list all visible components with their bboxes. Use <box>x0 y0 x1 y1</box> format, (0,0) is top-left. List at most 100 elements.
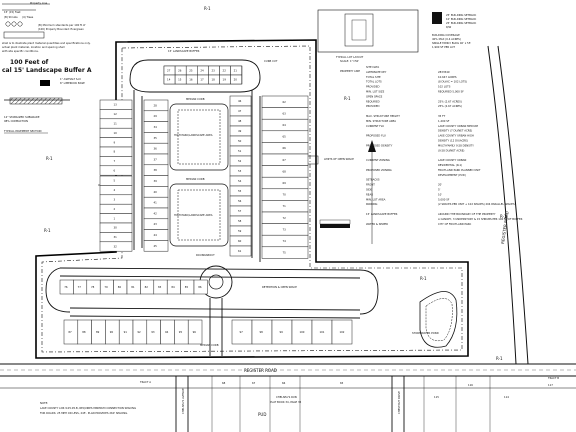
lot: 72 <box>261 211 309 224</box>
lot: 30 <box>99 222 133 233</box>
parcel-label: 67 <box>252 381 256 385</box>
lot: 85 <box>180 279 195 295</box>
lot: 38 <box>143 164 169 176</box>
lot-number: 39 <box>154 179 158 183</box>
lot-parcel <box>261 246 309 259</box>
lot: 92 <box>132 319 148 345</box>
setback-note: 25' BUILDING SETBACK <box>446 13 476 17</box>
lot-number: 99 <box>280 330 284 334</box>
site-data-value: DENSITY (7 DU/NET ACRE) <box>438 129 472 133</box>
site-data-value: 10' <box>438 192 442 196</box>
lot: 71 <box>261 200 309 213</box>
typical-lot-layout: TYPICAL LOT LAYOUT SCALE: 1"=50' 25' BUI… <box>317 9 476 63</box>
note-line: 15' (15) Feet <box>4 10 21 14</box>
stormwater-pond: STORMWATER POND <box>412 291 458 348</box>
lot: 51 <box>229 145 252 157</box>
lot: 65 <box>261 130 309 143</box>
site-data-key: OPEN SPACE <box>366 94 383 98</box>
site-data-key: MIN. LOT AREA <box>366 197 386 201</box>
lot-number: 41 <box>154 201 158 205</box>
lot: 84 <box>166 279 181 295</box>
site-data-key: CURRENT ZONING <box>366 158 390 162</box>
register-road-label: REGISTER ROAD <box>500 211 510 244</box>
lot-number: 31 <box>114 235 118 239</box>
lot: 89 <box>91 319 106 345</box>
top-left-notes: Property Line 15' (15) Feet (B) Shrubs (… <box>2 1 85 39</box>
lot: 90 <box>105 319 120 345</box>
lot-number: 71 <box>283 204 287 208</box>
site-data-value: DENSITY (12 DU/ACRE) <box>438 139 468 143</box>
lot: 87 <box>63 319 79 345</box>
parcel-label: TRACT B <box>548 376 559 380</box>
lot-number: 55 <box>238 189 242 193</box>
lot-number: 81 <box>131 285 135 289</box>
site-data-key: MAX. STRUCTURE HEIGHT <box>366 114 400 118</box>
bottom-note-line: LAKE COUNTY LDR 9.05.05.B, REQUIRES MINI… <box>40 406 136 410</box>
lot-parcel <box>331 319 353 345</box>
lot-number: 47 <box>238 109 242 113</box>
zoning-tags: R-1 R-1 R-1 R-1 R-1 R-1 PUD <box>44 96 507 417</box>
site-data-key: SIDE <box>366 188 372 192</box>
site-data-key: ALTERNATE KEY <box>366 70 387 74</box>
site-data-value: LAKE COUNTY URBAN HIGH <box>438 134 474 138</box>
plat-book-label: PLAT BOOK 34, PAGE 35 <box>270 400 302 404</box>
bottom-note-line: NOTE: <box>40 401 48 405</box>
lot-number: 60 <box>238 239 242 243</box>
lot-number: 1 <box>114 216 116 220</box>
lot-parcel <box>99 185 133 196</box>
lot: 67 <box>261 153 309 166</box>
site-data-value: REQUIRED 5,000 SF <box>438 90 464 94</box>
site-data-value: 2833549 <box>438 70 450 74</box>
setback-note: 10' BUILDING SETBACK <box>446 17 476 21</box>
lot: 69 <box>261 176 309 190</box>
lot: 19 <box>219 74 231 85</box>
lot: 52 <box>229 155 252 167</box>
zoning-tag: R-1 <box>420 276 427 281</box>
lot-number: 30 <box>114 226 118 230</box>
lot-number: 78 <box>91 285 95 289</box>
lot: 61 <box>229 245 252 257</box>
property-line-label: PROPERTY LINE <box>340 69 360 73</box>
zoning-tag: R-1 <box>496 356 503 361</box>
lot-number: 28 <box>154 103 158 107</box>
lot-number: 46 <box>238 99 242 103</box>
lot-number: 66 <box>283 146 287 150</box>
lot-number: 43 <box>154 222 158 226</box>
parcel-label: 66 <box>282 381 286 385</box>
lot: 83 <box>153 279 168 295</box>
lot-number: 38 <box>154 168 158 172</box>
lot-parcel <box>99 175 133 186</box>
site-data-key: SETBACKS <box>366 178 380 182</box>
lot: 45 <box>143 240 169 252</box>
lot-number: 59 <box>238 229 242 233</box>
site-data-value: AROUND THE BOUNDARY OF THE PROPERTY <box>438 212 496 216</box>
coverage-note: BUILDING COVERAGE <box>432 33 460 37</box>
lot-number: 97 <box>240 330 244 334</box>
lot: 32 <box>99 241 133 252</box>
chelseas-run: CHELSEA'S RUN PLAT BOOK 34, PAGE 35 <box>270 395 302 404</box>
note-line: (B) Minimum standards per 100 ft of <box>38 23 85 27</box>
setback-note: 25' BUILDING SETBACK <box>446 21 476 25</box>
lot: 39 <box>143 175 169 187</box>
lot-number: 22 <box>223 69 227 73</box>
lot-number: 36 <box>154 147 158 151</box>
note-line: (B) Shrubs <box>4 15 18 19</box>
lot-parcel <box>99 213 133 224</box>
lot-number: 14 <box>167 78 171 82</box>
lot-number: 23 <box>211 69 215 73</box>
parcel-label: 116 <box>468 383 473 387</box>
lot: 46 <box>229 95 252 107</box>
lot: 64 <box>261 118 309 132</box>
median-label: MEDIAN CURB <box>200 343 219 347</box>
lot: 54 <box>229 175 252 187</box>
lot-number: 35 <box>154 136 158 140</box>
lot: 49 <box>229 125 252 137</box>
lot: 91 <box>118 319 134 345</box>
lot: 96 <box>187 319 203 345</box>
site-data-key: PROPOSED FLU <box>366 134 386 138</box>
planting-note-line: actual plant material, location and spac… <box>2 45 65 49</box>
lot: 44 <box>143 229 169 241</box>
chelseas-run-label: CHELSEA'S RUN <box>276 395 297 399</box>
lot-number: 70 <box>283 193 287 197</box>
